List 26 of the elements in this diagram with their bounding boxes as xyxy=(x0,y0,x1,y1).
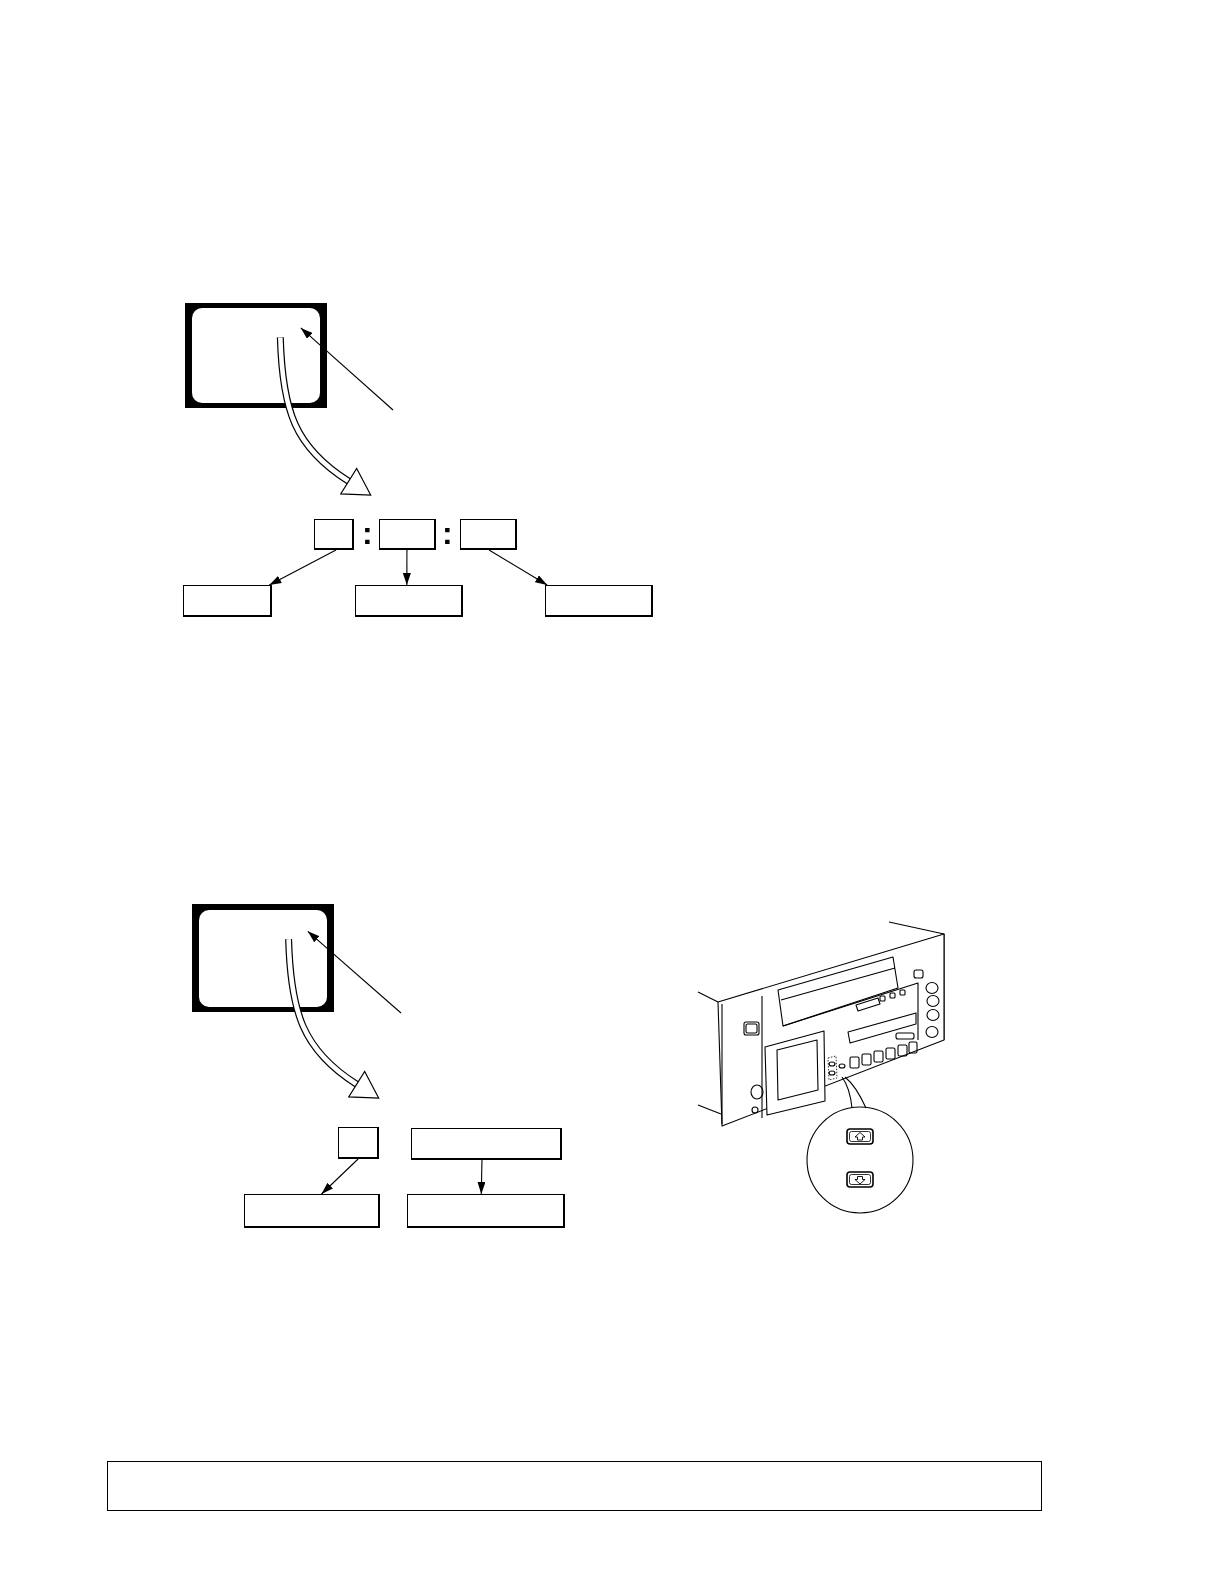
arrow xyxy=(477,1159,486,1195)
leader-arrow xyxy=(307,930,402,1014)
blank-box xyxy=(379,519,436,550)
blank-box xyxy=(545,585,653,617)
blank-box xyxy=(314,519,354,550)
blank-box xyxy=(183,585,272,617)
colon-separator: : xyxy=(362,517,373,549)
blank-box xyxy=(411,1128,562,1160)
arrow xyxy=(488,549,548,586)
arrow xyxy=(320,1158,359,1195)
curved-block-arrow xyxy=(285,938,379,1100)
empty-frame xyxy=(107,1461,1042,1511)
screen-display xyxy=(192,308,320,403)
arrow xyxy=(402,549,411,586)
blank-box xyxy=(244,1194,380,1228)
blank-box xyxy=(338,1127,379,1159)
blank-box xyxy=(355,585,463,617)
monitor-frame xyxy=(192,904,334,1012)
arrow xyxy=(268,549,337,586)
colon-separator: : xyxy=(442,517,453,549)
monitor-frame xyxy=(185,303,327,408)
blank-box xyxy=(460,519,517,550)
leader-arrow xyxy=(300,327,394,411)
curved-block-arrow xyxy=(276,337,371,497)
screen-display xyxy=(199,910,327,1007)
blank-box xyxy=(407,1194,565,1228)
